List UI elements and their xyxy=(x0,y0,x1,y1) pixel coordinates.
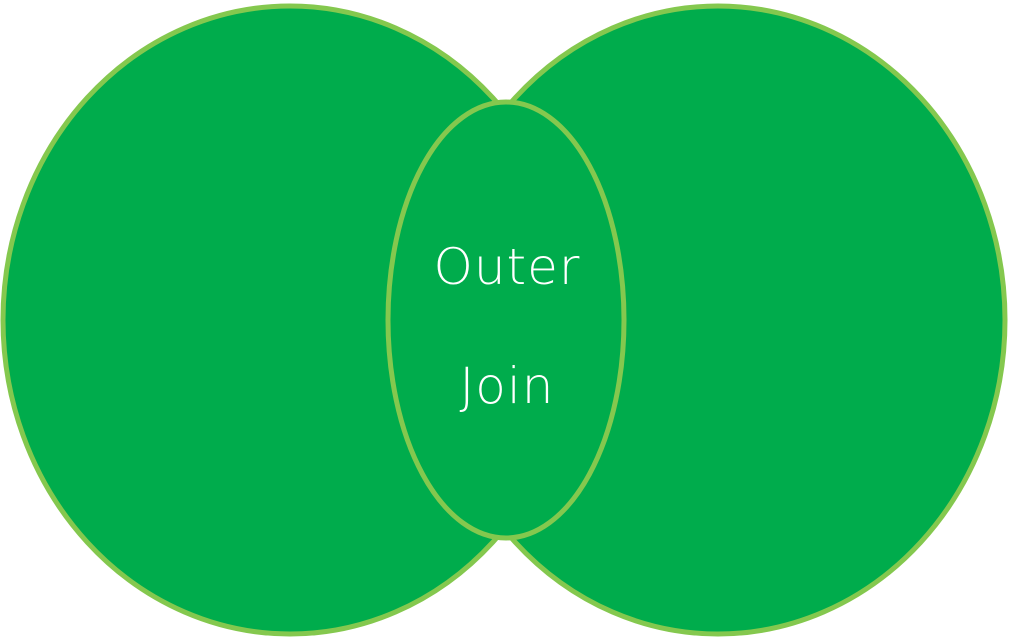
intersection-label-join: Join xyxy=(460,357,555,415)
intersection-ellipse xyxy=(385,99,627,541)
intersection-label-outer: Outer xyxy=(434,238,581,296)
